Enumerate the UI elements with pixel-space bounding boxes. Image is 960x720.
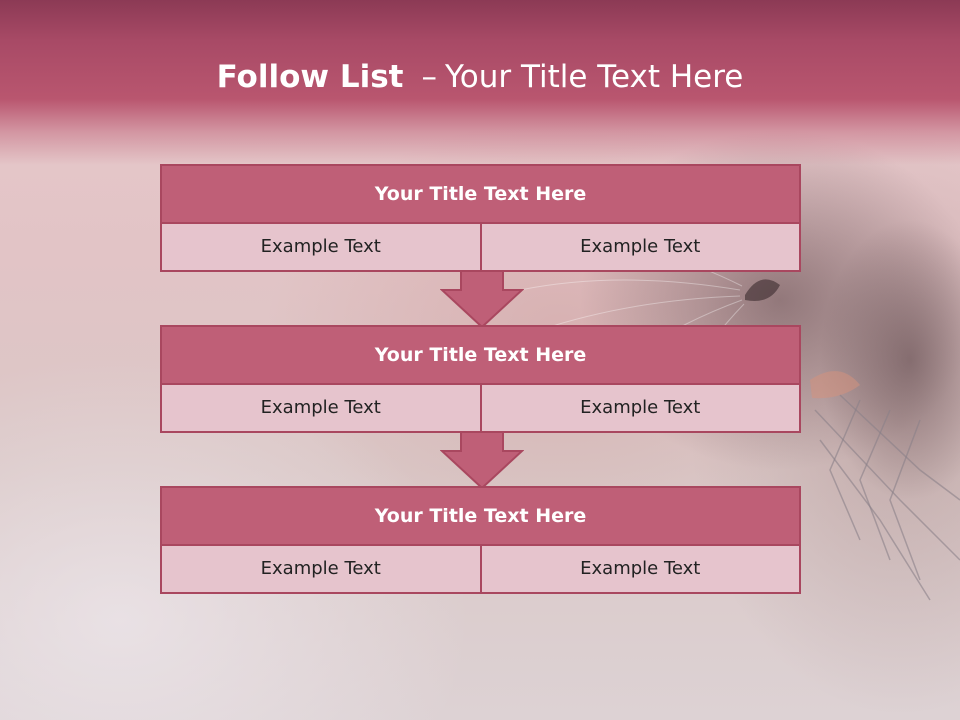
- slide-title: Follow List–Your Title Text Here: [0, 55, 960, 99]
- down-arrow-icon: [440, 431, 524, 489]
- slide-title-bold: Follow List: [216, 59, 404, 95]
- box-row: Example Text Example Text: [162, 546, 799, 592]
- box-cell-right: Example Text: [479, 224, 799, 270]
- box-cell-left: Example Text: [162, 224, 480, 270]
- box-row: Example Text Example Text: [162, 224, 799, 270]
- header-band: [0, 0, 960, 165]
- box-cell-left: Example Text: [162, 385, 480, 431]
- slide-title-text: Your Title Text Here: [444, 59, 744, 95]
- slide-title-separator: –: [421, 59, 437, 95]
- box-cell-right: Example Text: [479, 385, 799, 431]
- down-arrow-icon: [440, 270, 524, 328]
- list-box-3: Your Title Text Here Example Text Exampl…: [160, 486, 801, 594]
- box-title: Your Title Text Here: [162, 166, 799, 224]
- box-title: Your Title Text Here: [162, 327, 799, 385]
- box-cell-left: Example Text: [162, 546, 480, 592]
- list-box-1: Your Title Text Here Example Text Exampl…: [160, 164, 801, 272]
- box-title: Your Title Text Here: [162, 488, 799, 546]
- box-row: Example Text Example Text: [162, 385, 799, 431]
- box-cell-right: Example Text: [479, 546, 799, 592]
- list-box-2: Your Title Text Here Example Text Exampl…: [160, 325, 801, 433]
